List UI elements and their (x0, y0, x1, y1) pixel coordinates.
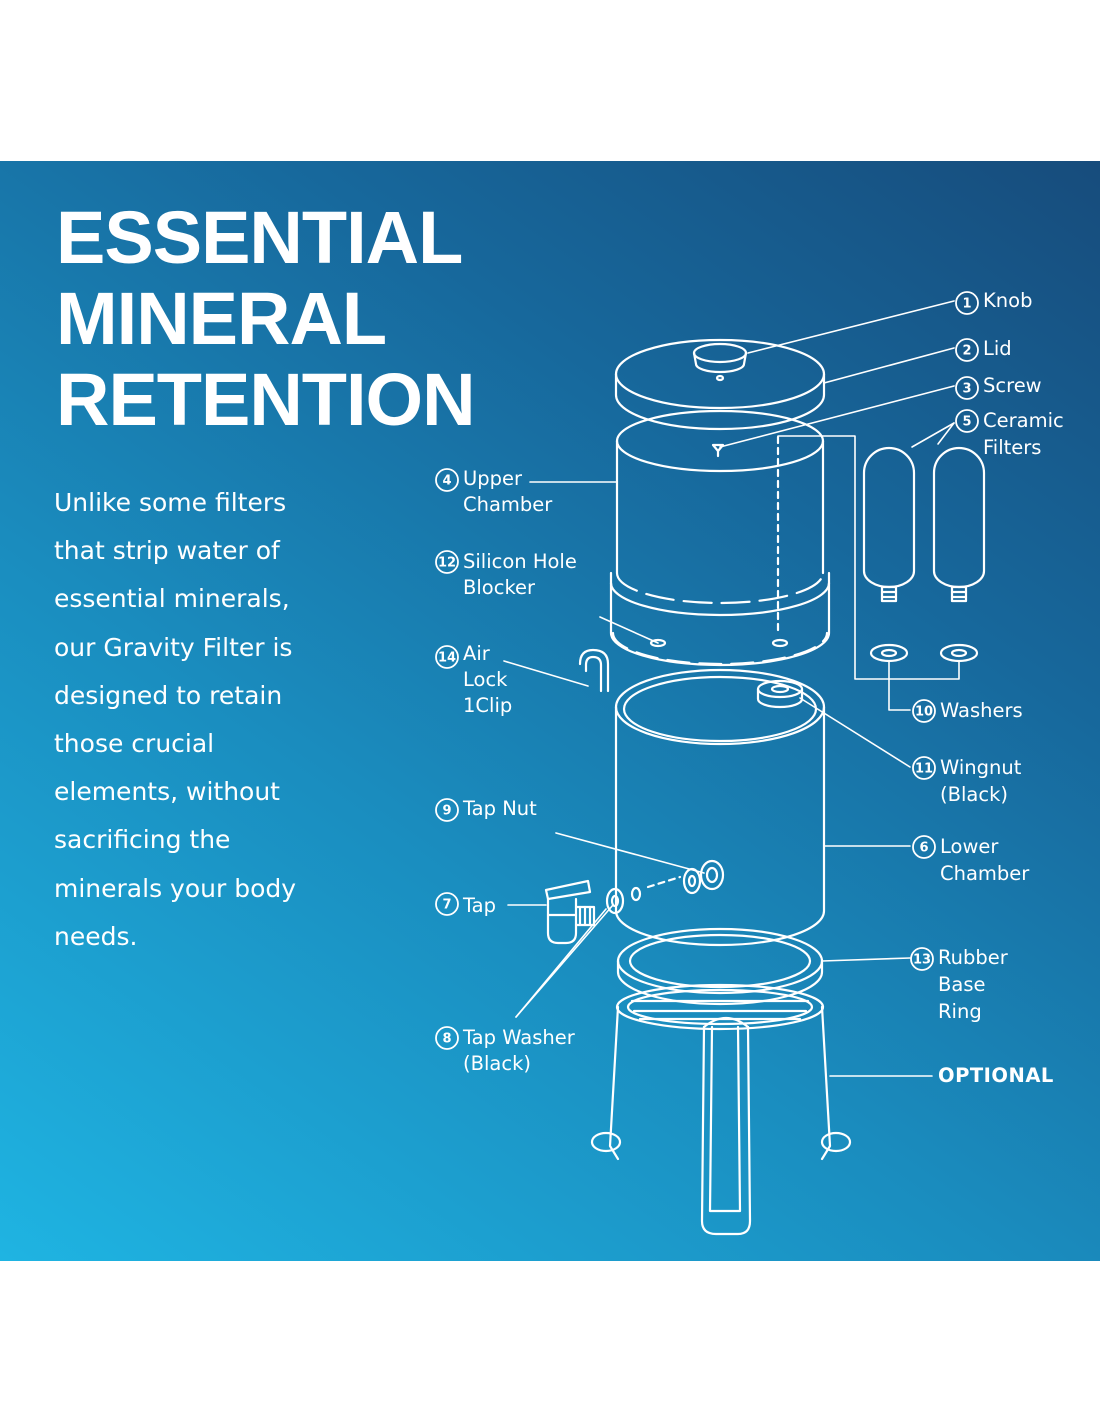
callout-badge (435, 1026, 459, 1050)
label-silicon-hole-blocker: Blocker (463, 576, 536, 599)
label-ceramic-filters: Ceramic (983, 409, 1064, 432)
callout-number: 5 (962, 415, 971, 430)
callout-number: 4 (442, 474, 451, 489)
label-rubber-base-ring: Ring (938, 1000, 982, 1023)
label-silicon-hole-blocker: Silicon Hole (463, 550, 577, 573)
callout-number: 3 (962, 382, 971, 397)
tap-drawing (544, 859, 725, 945)
body-line: sacrificing the (54, 825, 231, 855)
callout-badge (910, 947, 934, 971)
callout-badge (955, 376, 979, 400)
callout-number: 7 (442, 898, 451, 913)
label-rubber-base-ring: Rubber (938, 946, 1009, 969)
label-air-lock-clip: 1Clip (463, 694, 512, 717)
callout-number: 6 (919, 841, 928, 856)
label-tap-nut: Tap Nut (462, 797, 537, 820)
body-line: designed to retain (54, 680, 283, 710)
label-rubber-base-ring: Base (938, 973, 985, 996)
callout-badge (955, 338, 979, 362)
body-line: elements, without (54, 777, 280, 807)
callout-badge (435, 468, 459, 492)
label-upper-chamber: Chamber (463, 493, 553, 516)
callout-number: 11 (915, 762, 933, 777)
callout-number: 2 (962, 344, 971, 359)
body-line: that strip water of (54, 536, 280, 566)
label-air-lock-clip: Lock (463, 668, 508, 691)
body-line: minerals your body (54, 873, 297, 903)
label-optional: OPTIONAL (938, 1064, 1054, 1087)
label-tap-washer: Tap Washer (462, 1026, 576, 1049)
infographic-panel: ESSENTIAL MINERAL RETENTION Unlike some … (0, 161, 1100, 1261)
headline-line: MINERAL (56, 277, 387, 360)
label-washers: Washers (940, 699, 1023, 722)
label-wingnut: (Black) (940, 783, 1008, 806)
body-line: those crucial (54, 729, 215, 759)
callout-badge (955, 409, 979, 433)
callout-number: 8 (442, 1032, 451, 1047)
callout-number: 13 (913, 953, 931, 968)
label-wingnut: Wingnut (940, 756, 1022, 779)
callout-number: 9 (442, 804, 451, 819)
label-ceramic-filters: Filters (983, 436, 1041, 459)
label-tap: Tap (462, 894, 496, 917)
label-knob: Knob (983, 289, 1032, 312)
headline-line: RETENTION (56, 358, 476, 441)
label-air-lock-clip: Air (463, 642, 491, 665)
label-lid: Lid (983, 337, 1012, 360)
body-line: essential minerals, (54, 584, 290, 614)
callout-badge (912, 699, 936, 723)
callout-number: 1 (962, 297, 971, 312)
callout-badge (435, 892, 459, 916)
label-lower-chamber: Chamber (940, 862, 1030, 885)
ceramic-filters-drawing (862, 446, 986, 663)
lower-chamber-drawing (578, 648, 826, 947)
callout-number: 12 (438, 556, 456, 571)
callout-badge (435, 798, 459, 822)
label-screw: Screw (983, 374, 1042, 397)
callout-badge (955, 291, 979, 315)
filter-exploded-diagram: 1 2 3 5 4 12 14 10 11 9 6 7 13 8 Knob Li… (435, 289, 1064, 1236)
headline: ESSENTIAL MINERAL RETENTION (56, 196, 476, 441)
label-tap-washer: (Black) (463, 1052, 531, 1075)
callout-number: 10 (915, 705, 933, 720)
base-stand-drawing (590, 927, 852, 1236)
body-line: needs. (54, 921, 138, 951)
callout-badge (435, 550, 459, 574)
connector-lines (503, 300, 960, 1077)
body-line: Unlike some filters (54, 488, 287, 517)
callout-number: 14 (438, 651, 456, 666)
callout-badge (435, 645, 459, 669)
label-upper-chamber: Upper (463, 467, 523, 490)
callout-badge (912, 835, 936, 859)
body-line: our Gravity Filter is (54, 632, 293, 662)
upper-chamber-drawing (609, 409, 831, 667)
lid-drawing (614, 338, 826, 431)
headline-line: ESSENTIAL (56, 196, 463, 279)
callout-badge (912, 756, 936, 780)
label-lower-chamber: Lower (940, 835, 999, 858)
body-copy: Unlike some filters that strip water of … (54, 479, 374, 961)
